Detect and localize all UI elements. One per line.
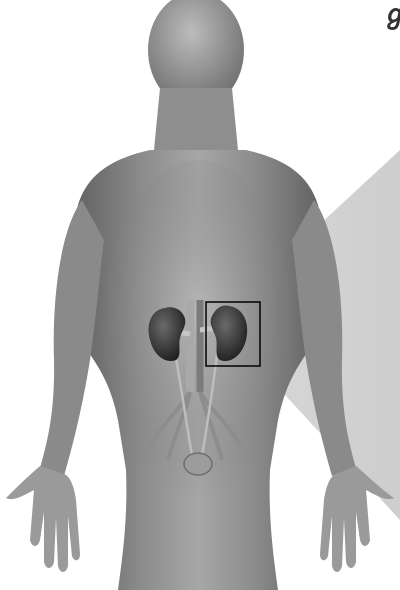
corner-glyph: ℊ xyxy=(382,0,400,31)
neck xyxy=(154,88,238,150)
hand-right xyxy=(6,466,80,572)
body-silhouette xyxy=(6,0,394,590)
bladder xyxy=(184,453,212,475)
